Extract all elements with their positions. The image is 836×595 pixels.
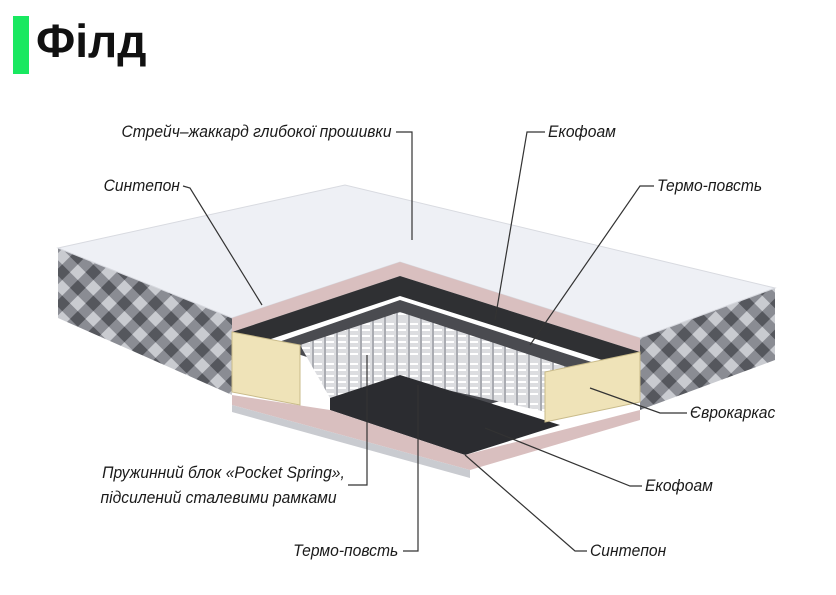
foam-top (232, 276, 640, 372)
label-felt-top: Термо-повсть (657, 176, 763, 195)
right-side-panel (640, 288, 775, 410)
leader-lines (182, 131, 687, 552)
euroframe-right (544, 351, 641, 423)
label-sintepon-bottom: Синтепон (590, 541, 667, 560)
spring-block (300, 312, 570, 415)
label-spring-line1: Пружинний блок «Pocket Spring», (102, 463, 345, 482)
label-ecofoam-top: Екофоам (548, 122, 616, 141)
pink-layer-bottom (232, 395, 640, 470)
label-felt-bottom: Термо-повсть (292, 541, 398, 560)
product-title: Філд (36, 15, 147, 67)
label-spring-line2: підсилений сталевими рамками (100, 488, 337, 507)
euroframe-left (231, 331, 301, 406)
pink-layer-top (232, 262, 640, 352)
label-jacquard: Стрейч–жаккард глибокої прошивки (121, 122, 392, 141)
label-ecofoam-bottom: Екофоам (645, 476, 713, 495)
accent-bar (13, 16, 29, 74)
left-side-panel (58, 248, 232, 395)
front-edge (232, 405, 470, 478)
label-euroframe: Єврокаркас (690, 403, 776, 422)
label-sintepon-top: Синтепон (103, 176, 180, 195)
